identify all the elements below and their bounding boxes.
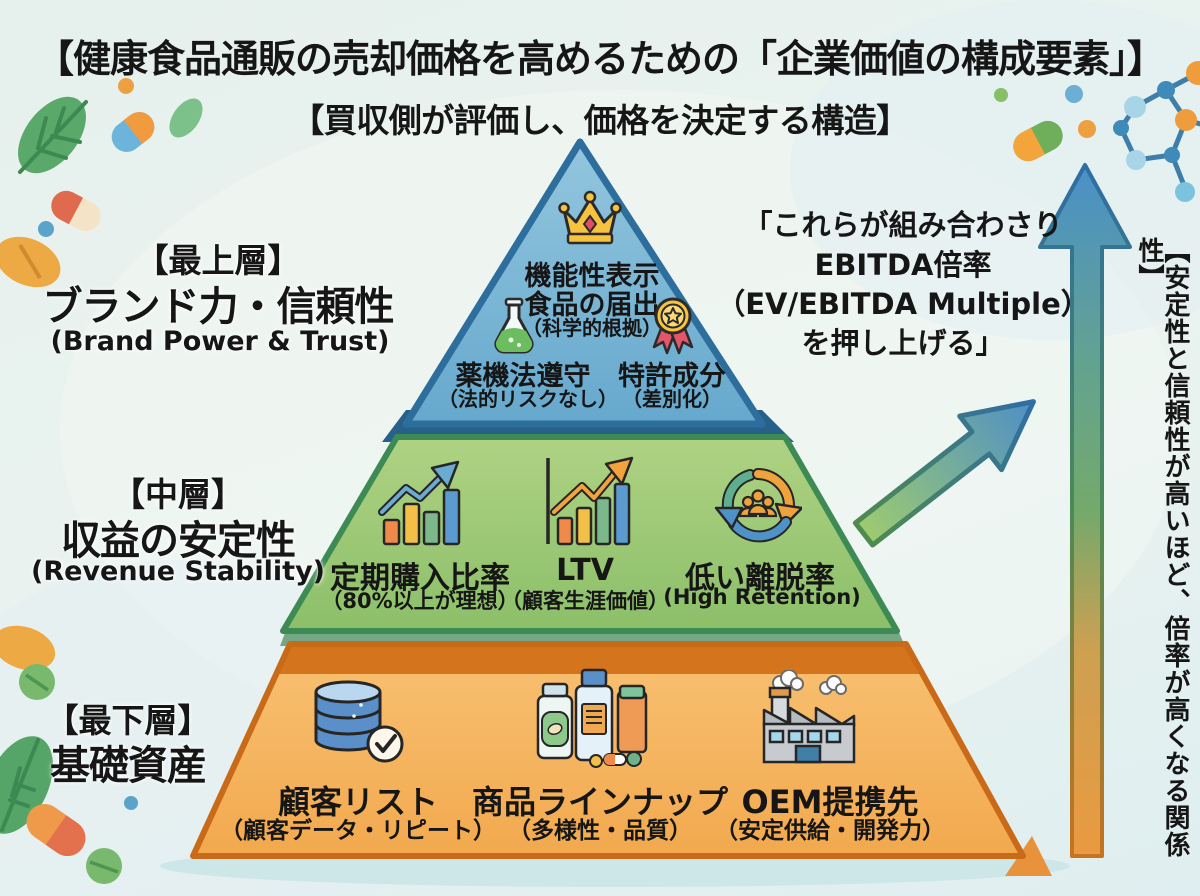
tier-middle-name: 収益の安定性 — [61, 518, 296, 564]
retention-cycle-icon — [714, 468, 802, 543]
tablet-icon — [86, 848, 122, 884]
item-label: 薬機法遵守 — [455, 361, 591, 392]
item-label: LTV — [556, 553, 614, 588]
page-title: 【健康食品通販の売却価格を高めるための「企業価値の構成要素」】 — [35, 37, 1165, 81]
bar-chart-up-icon — [378, 460, 461, 546]
page-subtitle: 【買収側が評価し、価格を決定する構造】 — [291, 101, 909, 140]
dot-decoration — [1065, 85, 1083, 103]
leaf-icon — [169, 98, 203, 138]
capsule-icon — [51, 190, 101, 232]
factory-icon — [762, 670, 856, 764]
vertical-growth-arrow — [1038, 163, 1132, 858]
item-label: 低い離脱率 — [685, 561, 835, 596]
capsule-icon — [26, 803, 86, 857]
item-sublabel: （法的リスクなし） — [438, 387, 618, 411]
capsule-icon — [111, 112, 155, 152]
database-icon — [314, 680, 404, 763]
ltv-chart-icon — [546, 456, 634, 546]
item-sublabel: （科学的根拠） — [522, 316, 662, 340]
item-sublabel: （差別化） — [622, 387, 722, 411]
tier-middle-bracket: 【中層】 — [112, 475, 244, 514]
medal-icon — [652, 297, 694, 355]
item-sublabel: （顧客データ・リピート） — [220, 818, 496, 844]
item-label: 顧客リスト — [277, 783, 439, 821]
products-icon — [536, 668, 648, 768]
item-label: 機能性表示 — [524, 261, 660, 292]
note-line: （EV/EBITDA Multiple） — [716, 287, 1090, 321]
tier-middle-name-en: (Revenue Stability) — [30, 556, 326, 587]
tablet-icon — [0, 236, 61, 288]
dot-decoration — [118, 78, 134, 94]
tier-top-name: ブランド力・信頼性 — [42, 284, 395, 330]
tier-bottom-name: 基礎資産 — [50, 743, 207, 789]
item-label: OEM提携先 — [741, 783, 919, 821]
item-label: 定期購入比率 — [330, 561, 510, 596]
tablet-icon — [1005, 836, 1052, 876]
item-sublabel: (High Retention) — [663, 585, 861, 609]
item-label: 商品ラインナップ — [471, 783, 729, 821]
item-sublabel: （顧客生涯価値） — [501, 589, 669, 613]
leaf-icon — [18, 96, 88, 174]
item-sublabel: （安定供給・開発力） — [715, 818, 945, 844]
tier-bottom-bracket: 【最下層】 — [45, 701, 211, 740]
dot-decoration — [124, 796, 138, 810]
item-label: 特許成分 — [618, 361, 726, 392]
note-line: EBITDA倍率 — [814, 248, 992, 282]
note-line: 「これらが組み合わさり — [743, 208, 1063, 242]
molecule-icon — [1113, 61, 1200, 202]
tier-top-bracket: 【最上層】 — [135, 241, 301, 280]
item-sublabel: （80%以上が理想） — [321, 589, 519, 613]
diagonal-boost-arrow — [852, 399, 1036, 548]
dot-decoration — [994, 88, 1008, 102]
flask-icon — [494, 297, 534, 354]
dot-decoration — [1078, 120, 1096, 138]
capsule-icon — [1013, 120, 1063, 162]
tablet-icon — [0, 625, 56, 700]
crown-icon — [558, 190, 622, 245]
note-line: を押し上げる」 — [801, 326, 1005, 360]
item-sublabel: （多様性・品質） — [508, 818, 692, 844]
dot-decoration — [38, 221, 54, 237]
vertical-relationship-note: 【安定性と信頼性が高いほど、倍率が高くなる関係性】 — [1134, 237, 1190, 858]
item-label: 食品の届出 — [524, 290, 660, 321]
tier-top-name-en: (Brand Power & Trust) — [50, 326, 390, 357]
